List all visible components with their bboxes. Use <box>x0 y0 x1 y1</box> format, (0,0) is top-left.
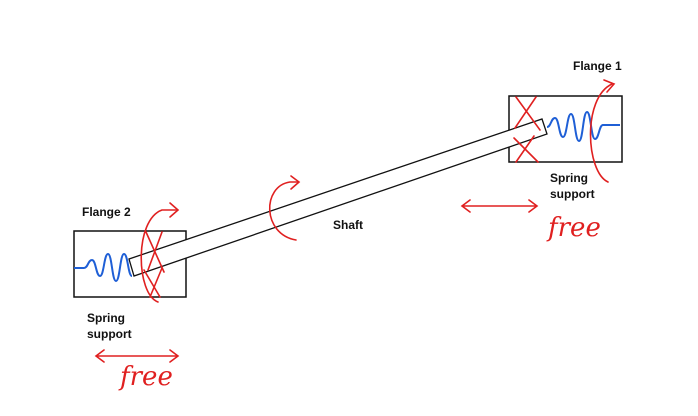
x-mark-flange-1-lower <box>513 135 539 163</box>
flange-2-label: Flange 2 <box>82 205 131 219</box>
spring-flange-1 <box>546 110 620 143</box>
rotation-arrow-shaft <box>268 181 299 241</box>
free-annotation-left: free <box>118 362 173 392</box>
rotation-arrow-head-shaft <box>290 175 301 190</box>
rotation-arrow-flange-1 <box>589 83 613 183</box>
spring-support-label-left-line1: Spring <box>87 311 125 325</box>
spring-flange-2 <box>74 252 133 283</box>
rotation-arrow-flange-2 <box>140 209 177 303</box>
rotation-arrow-head-flange-2 <box>169 202 180 218</box>
spring-support-label-left-line2: support <box>87 327 132 341</box>
shaft <box>128 118 548 277</box>
spring-support-label-right-line1: Spring <box>550 171 588 185</box>
free-annotation-right: free <box>546 213 601 243</box>
x-mark-flange-2-lower <box>143 267 163 298</box>
translation-arrow-left <box>94 349 180 363</box>
flange-1-box <box>508 95 623 163</box>
flange-2-box <box>73 230 187 298</box>
rotation-arrow-head-flange-1 <box>603 79 616 93</box>
flange-1-label: Flange 1 <box>573 59 622 73</box>
translation-arrow-right <box>460 199 539 213</box>
x-mark-flange-1-upper <box>514 96 541 131</box>
x-mark-flange-2-upper <box>145 231 165 273</box>
shaft-label: Shaft <box>333 218 363 232</box>
spring-support-label-right-line2: support <box>550 187 595 201</box>
constraint-markings <box>94 79 616 363</box>
